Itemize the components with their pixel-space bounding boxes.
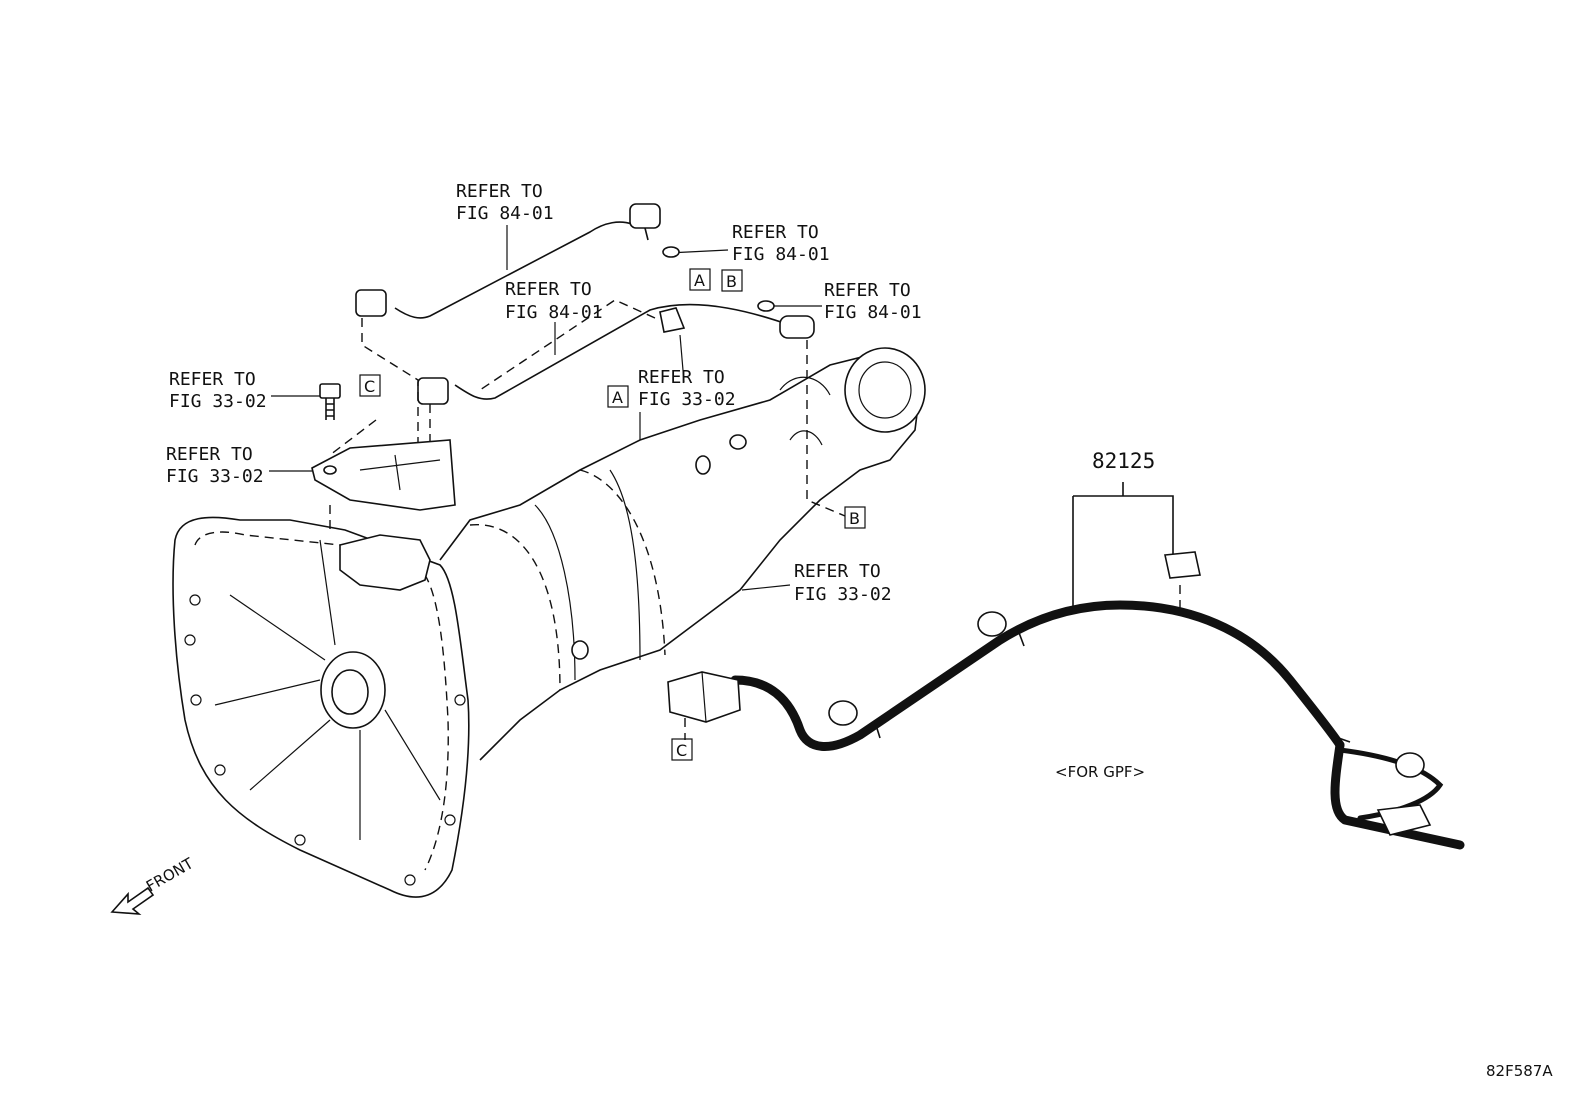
o-ring — [757, 300, 775, 312]
ref-label-line1: REFER TO — [166, 444, 253, 465]
callout-letter: A — [612, 388, 623, 407]
ref-label-84-01-middle: REFER TO FIG 84-01 — [505, 279, 603, 323]
ref-label-84-01-right: REFER TO FIG 84-01 — [824, 280, 922, 323]
ref-label-line2: FIG 84-01 — [732, 244, 830, 265]
callout-box-c-top: C — [359, 374, 381, 397]
ref-label-line1: REFER TO — [732, 222, 819, 243]
callout-box-c-lower: C — [671, 738, 693, 761]
callout-letter: C — [364, 377, 375, 396]
mounting-bolt — [319, 383, 341, 420]
grommet — [977, 611, 1007, 637]
harness-end-connector — [1376, 804, 1432, 836]
assembly-guide-lines — [329, 299, 1181, 740]
sensor-wiring-upper — [355, 203, 815, 405]
front-label: FRONT — [143, 854, 197, 896]
transmission-assembly — [172, 347, 926, 898]
ref-label-line1: REFER TO — [794, 561, 881, 582]
speed-sensor — [779, 315, 815, 339]
grommet — [828, 700, 858, 726]
sensor-connector — [417, 377, 449, 405]
ref-label-84-01-top: REFER TO FIG 84-01 — [456, 181, 554, 224]
callout-box-a-center: A — [607, 385, 629, 408]
harness-bracket — [311, 439, 456, 511]
clip — [659, 307, 686, 333]
switch-sensor — [629, 203, 661, 241]
variant-note: <FOR GPF> — [1055, 763, 1145, 781]
ref-label-line2: FIG 33-02 — [169, 391, 267, 412]
ref-label-line2: FIG 84-01 — [456, 203, 554, 224]
ref-label-line1: REFER TO — [824, 280, 911, 301]
ref-label-33-02-center: REFER TO FIG 33-02 — [638, 367, 736, 410]
ref-label-33-02-lower: REFER TO FIG 33-02 — [794, 561, 892, 605]
ref-label-line2: FIG 33-02 — [794, 584, 892, 605]
ref-label-line1: REFER TO — [169, 369, 256, 390]
harness-connector-main — [667, 671, 741, 723]
ref-label-line2: FIG 33-02 — [638, 389, 736, 410]
ref-label-line2: FIG 84-01 — [824, 302, 922, 323]
callout-box-b-lower: B — [844, 506, 866, 529]
leader-lines — [269, 225, 822, 591]
ref-label-33-02-bracket: REFER TO FIG 33-02 — [166, 444, 264, 487]
ref-label-line2: FIG 33-02 — [166, 466, 264, 487]
wire-harness-82125 — [667, 551, 1465, 850]
front-direction-indicator: FRONT — [110, 854, 197, 915]
diagram-code: 82F587A — [1486, 1062, 1553, 1080]
callout-letter: B — [726, 272, 737, 291]
o-ring — [662, 246, 680, 258]
sensor-connector — [355, 289, 387, 317]
ref-label-line1: REFER TO — [456, 181, 543, 202]
callout-letter: C — [676, 741, 687, 760]
callout-box-a-top: A — [689, 268, 711, 291]
callout-letter: A — [694, 271, 705, 290]
callout-box-b-top: B — [721, 269, 743, 292]
part-number-label: 82125 — [1092, 449, 1155, 473]
ref-label-line1: REFER TO — [505, 279, 592, 300]
harness-clip — [1164, 551, 1201, 579]
harness-end-connector — [1395, 752, 1425, 778]
ref-label-33-02-bolt: REFER TO FIG 33-02 — [169, 369, 267, 412]
part-number-bracket — [1072, 482, 1174, 610]
callout-letter: B — [849, 509, 860, 528]
ref-label-line2: FIG 84-01 — [505, 302, 603, 323]
ref-label-line1: REFER TO — [638, 367, 725, 388]
front-arrow-icon — [110, 886, 155, 915]
ref-label-84-01-upper-right: REFER TO FIG 84-01 — [732, 222, 830, 265]
